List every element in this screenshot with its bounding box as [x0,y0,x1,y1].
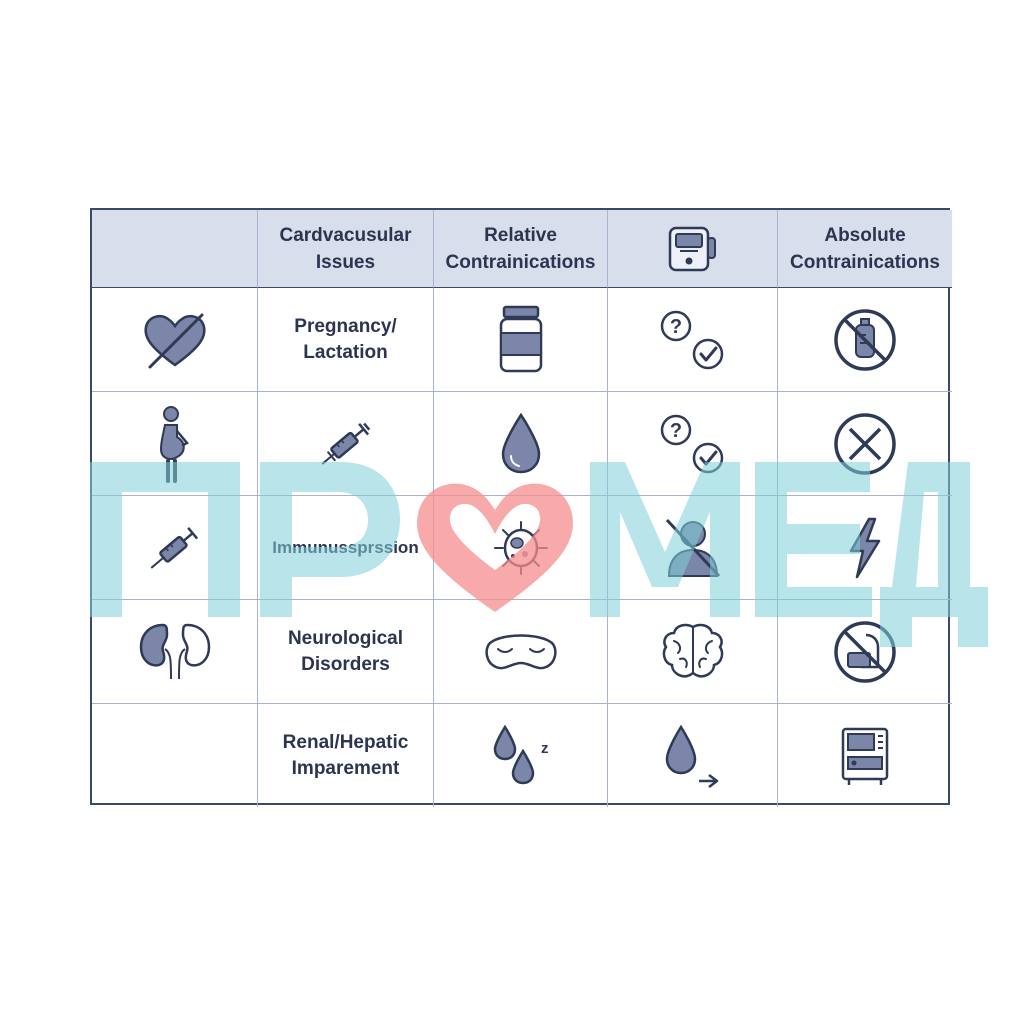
row3-label-cell: Immunussprssion [258,496,434,600]
header-absolute: Absolute Contrainications [778,210,952,288]
row3-icon-cell [92,496,258,600]
row5-icon-cell [92,704,258,807]
drops-sleep-icon: z [491,723,551,789]
lightning-icon [845,517,885,579]
row1-relative-cell [434,288,608,392]
row1-icon-cell [92,288,258,392]
defibrillator-icon [666,224,720,274]
row1-absolute-cell [778,288,952,392]
row2-unlabeled-cell: ? [608,392,778,496]
syringe-icon [140,515,210,581]
bacteria-icon [491,518,551,578]
header-relative: Relative Contrainications [434,210,608,288]
row2-relative-cell [434,392,608,496]
header-label: Relative Contrainications [445,224,596,273]
row-label: Pregnancy/ Lactation [294,315,397,363]
row5-absolute-cell [778,704,952,807]
row2-absolute-cell [778,392,952,496]
row2-syringe-cell [258,392,434,496]
row2-icon-cell [92,392,258,496]
row3-absolute-cell [778,496,952,600]
question-check-icon: ? [658,308,728,372]
kidneys-icon [137,621,213,683]
medicine-bottle-icon [496,305,546,375]
contraindications-table: Cardvacusular Issues Relative Contrainic… [90,208,952,807]
row3-unlabeled-cell [608,496,778,600]
row4-absolute-cell [778,600,952,704]
question-check-icon: ? [658,412,728,476]
header-cell-empty [92,210,258,288]
row4-icon-cell [92,600,258,704]
row4-label-cell: Neurological Disorders [258,600,434,704]
row3-relative-cell [434,496,608,600]
row-label: Neurological Disorders [287,627,404,675]
row1-label-cell: Pregnancy/ Lactation [258,288,434,392]
syringe-icon [313,411,379,477]
row-label: Renal/Hepatic Imparement [282,731,409,779]
no-baby-bottle-icon [832,307,898,373]
dialysis-machine-icon [839,725,891,787]
blood-drop-icon [499,412,543,476]
header-cardiovascular: Cardvacusular Issues [258,210,434,288]
pregnant-woman-icon [153,405,197,483]
brain-icon [660,621,726,683]
row4-unlabeled-cell [608,600,778,704]
svg-text:z: z [541,740,549,757]
crossed-heart-icon [140,309,210,371]
row1-unlabeled-cell: ? [608,288,778,392]
row4-relative-cell [434,600,608,704]
cross-circle-icon [832,411,898,477]
row5-label-cell: Renal/Hepatic Imparement [258,704,434,807]
no-device-icon [832,619,898,685]
header-label: Cardvacusular Issues [279,224,412,273]
header-device [608,210,778,288]
header-label: Absolute Contrainications [790,224,940,273]
svg-text:?: ? [669,316,681,338]
sleep-mask-icon [484,629,558,675]
drop-arrow-icon [663,723,723,789]
crossed-person-icon [663,516,723,580]
row5-relative-cell: z [434,704,608,807]
svg-text:?: ? [669,420,681,442]
row-label: Immunussprssion [272,537,419,557]
row5-unlabeled-cell [608,704,778,807]
